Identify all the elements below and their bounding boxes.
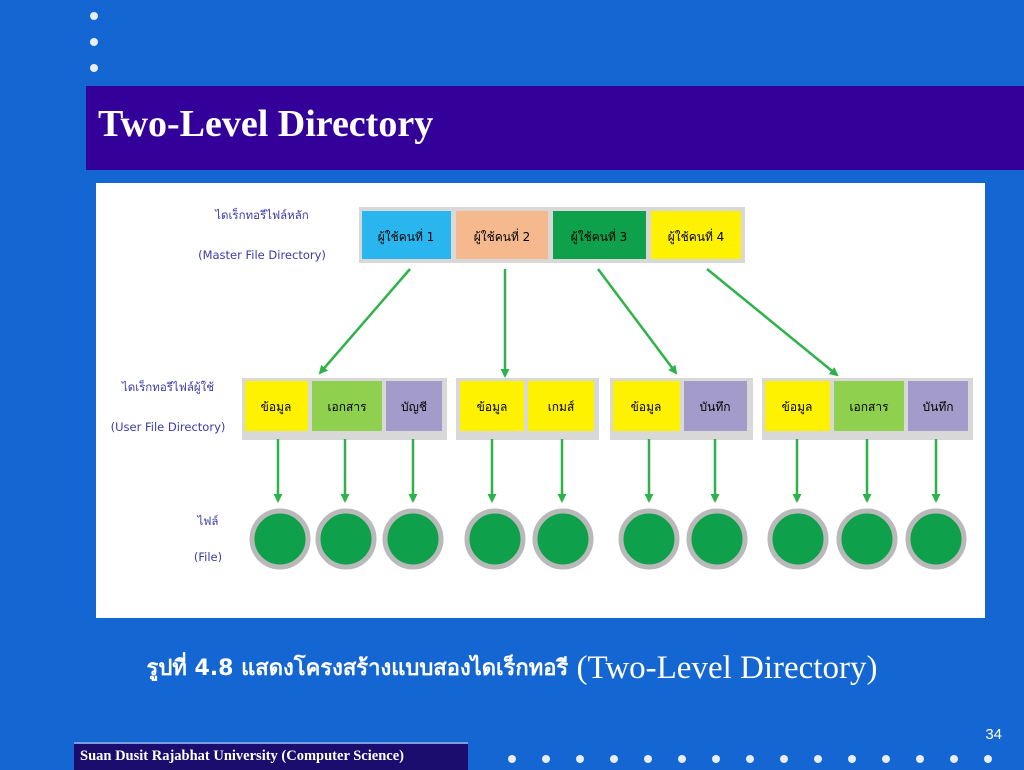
arrow [318, 268, 411, 375]
figure-caption: รูปที่ 4.8 แสดงโครงสร้างแบบสองไดเร็กทอรี… [0, 650, 1024, 687]
user-label-en: (User File Directory) [111, 420, 226, 434]
user-dir-entry [245, 381, 308, 431]
file-node [382, 508, 444, 570]
page-number: 34 [985, 726, 1002, 743]
user-dir-entry [765, 381, 830, 431]
diagram-panel: ไดเร็กทอรีไฟล์หลัก (Master File Director… [96, 183, 985, 618]
title-bar: Two-Level Directory [86, 86, 1024, 170]
file-node [686, 508, 748, 570]
decor-dot [610, 755, 618, 763]
decor-dot [712, 755, 720, 763]
user-dir-entry-label: ข้อมูล [477, 400, 508, 415]
user-dir-entry-label: เกมส์ [548, 400, 575, 414]
decor-dot [848, 755, 856, 763]
user-dir-entry [613, 381, 680, 431]
decor-dot [916, 755, 924, 763]
file-label-thai: ไฟล์ [197, 514, 219, 528]
user-dir-entry-label: เอกสาร [849, 400, 889, 414]
decor-dot [780, 755, 788, 763]
two-level-directory-diagram: ไดเร็กทอรีไฟล์หลัก (Master File Director… [111, 207, 973, 570]
master-entry-label: ผู้ใช้คนที่ 1 [378, 228, 435, 245]
arrow [597, 268, 678, 375]
master-entry-user-2 [456, 211, 548, 259]
file-label-en: (File) [194, 550, 222, 564]
user-dir-entry [908, 381, 968, 431]
user-dir-entry [460, 381, 524, 431]
user-dir-entry [312, 381, 382, 431]
decor-dot [508, 755, 516, 763]
decor-dot [950, 755, 958, 763]
master-entry-label: ผู้ใช้คนที่ 2 [474, 228, 531, 245]
user-dir-entry-label: ข้อมูล [782, 400, 813, 415]
decor-dot [882, 755, 890, 763]
file-node [315, 508, 377, 570]
file-node [767, 508, 829, 570]
decor-dot [90, 12, 98, 20]
user-dir-entry-label: ข้อมูล [631, 400, 662, 415]
file-node [464, 508, 526, 570]
user-dir-entry-label: บัญชี [401, 400, 427, 414]
master-label-thai: ไดเร็กทอรีไฟล์หลัก [214, 207, 309, 222]
file-node [532, 508, 594, 570]
caption-english: (Two-Level Directory) [576, 650, 878, 686]
file-node [618, 508, 680, 570]
master-entry-label: ผู้ใช้คนที่ 3 [571, 228, 628, 245]
user-dir-entry-label: บันทึก [923, 400, 954, 414]
master-label-en: (Master File Directory) [198, 248, 326, 262]
master-entry-label: ผู้ใช้คนที่ 4 [668, 228, 725, 245]
user-dir-entry-label: ข้อมูล [261, 400, 292, 415]
slide-title: Two-Level Directory [98, 103, 434, 145]
decor-dot [746, 755, 754, 763]
decor-dot [542, 755, 550, 763]
master-entry-user-1 [362, 211, 451, 259]
user-label-thai: ไดเร็กทอรีไฟล์ผู้ใช้ [121, 379, 214, 394]
decor-dot [90, 64, 98, 72]
user-dir-entry [528, 381, 594, 431]
decor-dot [90, 38, 98, 46]
decor-dot [644, 755, 652, 763]
user-dir-entry [834, 381, 904, 431]
decor-dot [984, 755, 992, 763]
arrow [706, 268, 839, 377]
caption-thai: รูปที่ 4.8 แสดงโครงสร้างแบบสองไดเร็กทอรี [146, 656, 569, 681]
decor-dot [814, 755, 822, 763]
decor-dot [576, 755, 584, 763]
user-dir-entry-label: เอกสาร [327, 400, 367, 414]
file-node [249, 508, 311, 570]
decor-dot [678, 755, 686, 763]
footer-text: Suan Dusit Rajabhat University (Computer… [80, 748, 404, 764]
file-node [905, 508, 967, 570]
user-dir-entry [386, 381, 442, 431]
file-node [836, 508, 898, 570]
user-dir-entry-label: บันทึก [700, 400, 731, 414]
user-dir-entry [684, 381, 747, 431]
master-entry-user-4 [651, 211, 741, 259]
master-entry-user-3 [553, 211, 646, 259]
footer-box: Suan Dusit Rajabhat University (Computer… [74, 742, 468, 770]
